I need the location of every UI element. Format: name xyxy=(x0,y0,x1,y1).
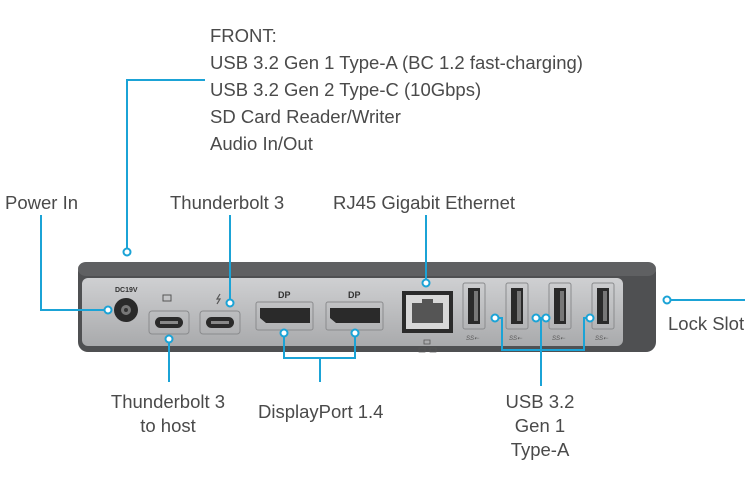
label-usb-line1: USB 3.2 xyxy=(505,391,575,412)
svg-text:SS⇠: SS⇠ xyxy=(552,336,566,342)
callout-dots xyxy=(103,247,672,344)
front-item: SD Card Reader/Writer xyxy=(210,106,401,127)
dc-label: DC19V xyxy=(115,287,138,294)
callout-power-in xyxy=(40,215,104,311)
callout-front xyxy=(126,79,205,249)
label-tb3-host-line2: to host xyxy=(140,415,196,436)
usb-a-port xyxy=(505,282,529,330)
laptop-icon xyxy=(162,294,172,302)
label-usb-line2: Gen 1 xyxy=(514,415,566,436)
front-item: Audio In/Out xyxy=(210,133,313,154)
label-power-in: Power In xyxy=(5,192,79,213)
label-usb: USB 3.2 Gen 1 Type-A xyxy=(490,388,590,463)
rj45-port xyxy=(402,291,453,353)
svg-text:SS⇠: SS⇠ xyxy=(466,336,480,342)
usb-ss-icon: SS⇠ SS⇠ SS⇠ SS⇠ xyxy=(466,336,609,342)
thunderbolt3-port xyxy=(199,293,241,335)
thunderbolt-icon xyxy=(215,293,222,305)
label-rj45: RJ45 Gigabit Ethernet xyxy=(333,192,516,213)
label-displayport: DisplayPort 1.4 xyxy=(258,401,384,422)
label-thunderbolt3: Thunderbolt 3 xyxy=(170,192,285,213)
svg-text:SS⇠: SS⇠ xyxy=(595,336,609,342)
network-icon xyxy=(418,339,437,353)
front-item: USB 3.2 Gen 2 Type-C (10Gbps) xyxy=(210,79,482,100)
thunderbolt3-host-port xyxy=(148,294,190,335)
usb-a-port xyxy=(462,282,486,330)
svg-text:SS⇠: SS⇠ xyxy=(509,336,523,342)
dc-power-jack xyxy=(114,298,138,322)
front-item: USB 3.2 Gen 1 Type-A (BC 1.2 fast-chargi… xyxy=(210,52,583,73)
front-title: FRONT: xyxy=(210,25,277,46)
label-tb3-host-line1: Thunderbolt 3 xyxy=(110,391,226,412)
label-lock-slot: Lock Slot xyxy=(668,313,745,334)
label-usb-line3: Type-A xyxy=(510,439,570,460)
usb-a-port xyxy=(591,282,615,330)
dp-logo-icon: DP xyxy=(348,290,361,300)
usb-a-port xyxy=(548,282,572,330)
label-tb3-host: Thunderbolt 3 to host xyxy=(98,388,238,439)
callout-usb-bracket xyxy=(499,317,586,351)
dp-logo-icon: DP xyxy=(278,290,291,300)
